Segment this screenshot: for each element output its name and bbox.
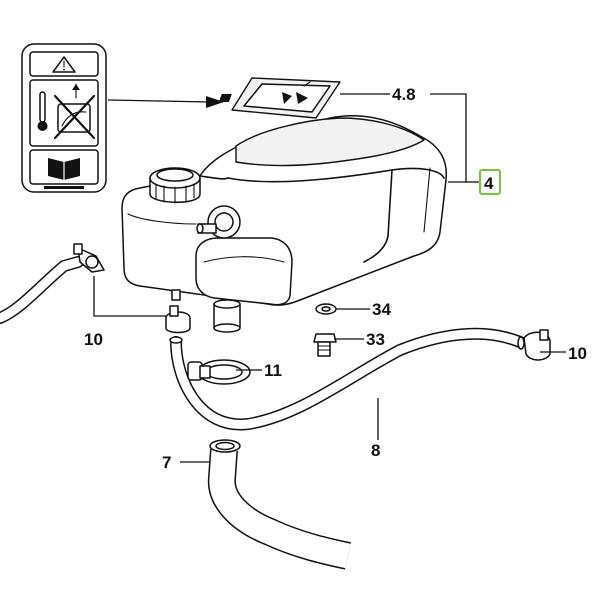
manual-book-icon <box>48 158 80 180</box>
warning-triangle-icon <box>52 56 76 73</box>
callout-hose-long[interactable]: 8 <box>371 441 380 460</box>
hose-7 <box>207 439 352 570</box>
callout-4-highlight[interactable] <box>479 169 501 195</box>
tank-side-fitting <box>196 205 241 239</box>
spring-clamp-left <box>73 243 105 273</box>
hose-8 <box>169 327 526 431</box>
callout-hose-clamp[interactable]: 11 <box>264 361 282 380</box>
thermometer-icon <box>37 91 48 131</box>
left-overflow-hose <box>0 256 84 324</box>
coolant-expansion-tank <box>121 115 448 333</box>
hose-clamp-11 <box>187 359 251 385</box>
callout-hose-lower[interactable]: 7 <box>162 453 171 472</box>
warning-decal-card <box>21 43 107 193</box>
decal-pointer-arrow <box>107 96 224 108</box>
tank-bottom-nub <box>171 289 181 301</box>
washer-34 <box>315 303 337 315</box>
leader-lines <box>93 93 566 463</box>
callout-washer[interactable]: 34 <box>372 300 391 319</box>
callout-decal[interactable]: 4.8 <box>392 85 416 104</box>
bolt-33 <box>313 333 337 357</box>
callout-clamp-right[interactable]: 10 <box>568 344 587 363</box>
no-open-hot-icon <box>53 83 96 140</box>
filler-cap <box>149 167 201 204</box>
callout-clamp-left[interactable]: 10 <box>84 330 103 349</box>
tank-decal <box>218 77 341 119</box>
tank-outlet-spigot <box>213 299 241 333</box>
callout-bolt[interactable]: 33 <box>366 330 385 349</box>
callout-tank[interactable]: 4 <box>484 174 494 193</box>
spring-clamp-center <box>165 305 191 334</box>
spring-clamp-right <box>523 329 551 361</box>
